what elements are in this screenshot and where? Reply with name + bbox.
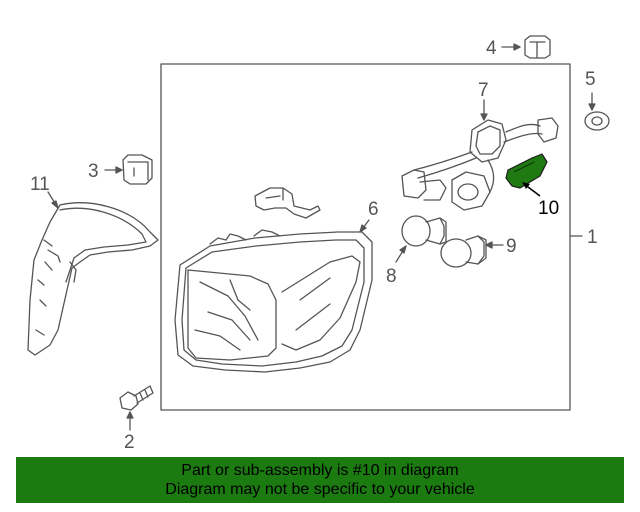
callout-label-9: 9 [506,236,517,257]
callout-label-10: 10 [538,198,559,219]
banner-line-disclaimer: Diagram may not be specific to your vehi… [165,481,475,498]
part-7-wiring-harness[interactable] [401,117,559,211]
callout-label-6: 6 [368,199,379,220]
part-4-grommet[interactable] [524,35,551,59]
part-10-bulb-highlighted[interactable] [505,153,548,189]
banner-line-part: Part or sub-assembly is #10 in diagram [181,462,459,479]
callout-label-7: 7 [478,80,489,101]
callout-label-1: 1 [587,227,598,248]
part-2-screw[interactable] [119,385,154,411]
parts-diagram: 1 2 3 4 5 6 7 8 9 10 11 [27,35,610,453]
part-9-bulb[interactable] [440,235,487,268]
bracket [254,187,321,219]
info-banner: Part or sub-assembly is #10 in diagram D… [16,457,624,503]
callout-label-4: 4 [486,38,497,59]
part-6-lamp-housing[interactable] [174,229,373,373]
part-5-nut[interactable] [584,111,610,131]
part-8-bulb[interactable] [401,215,447,247]
callout-label-3: 3 [88,161,99,182]
callout-label-8: 8 [386,266,397,287]
callout-label-11: 11 [30,174,50,195]
callout-label-2: 2 [124,432,135,453]
part-11-housing-cover[interactable] [27,202,159,356]
assembly-box [160,63,571,411]
callout-label-5: 5 [585,69,596,90]
part-3-clip[interactable] [122,154,153,185]
